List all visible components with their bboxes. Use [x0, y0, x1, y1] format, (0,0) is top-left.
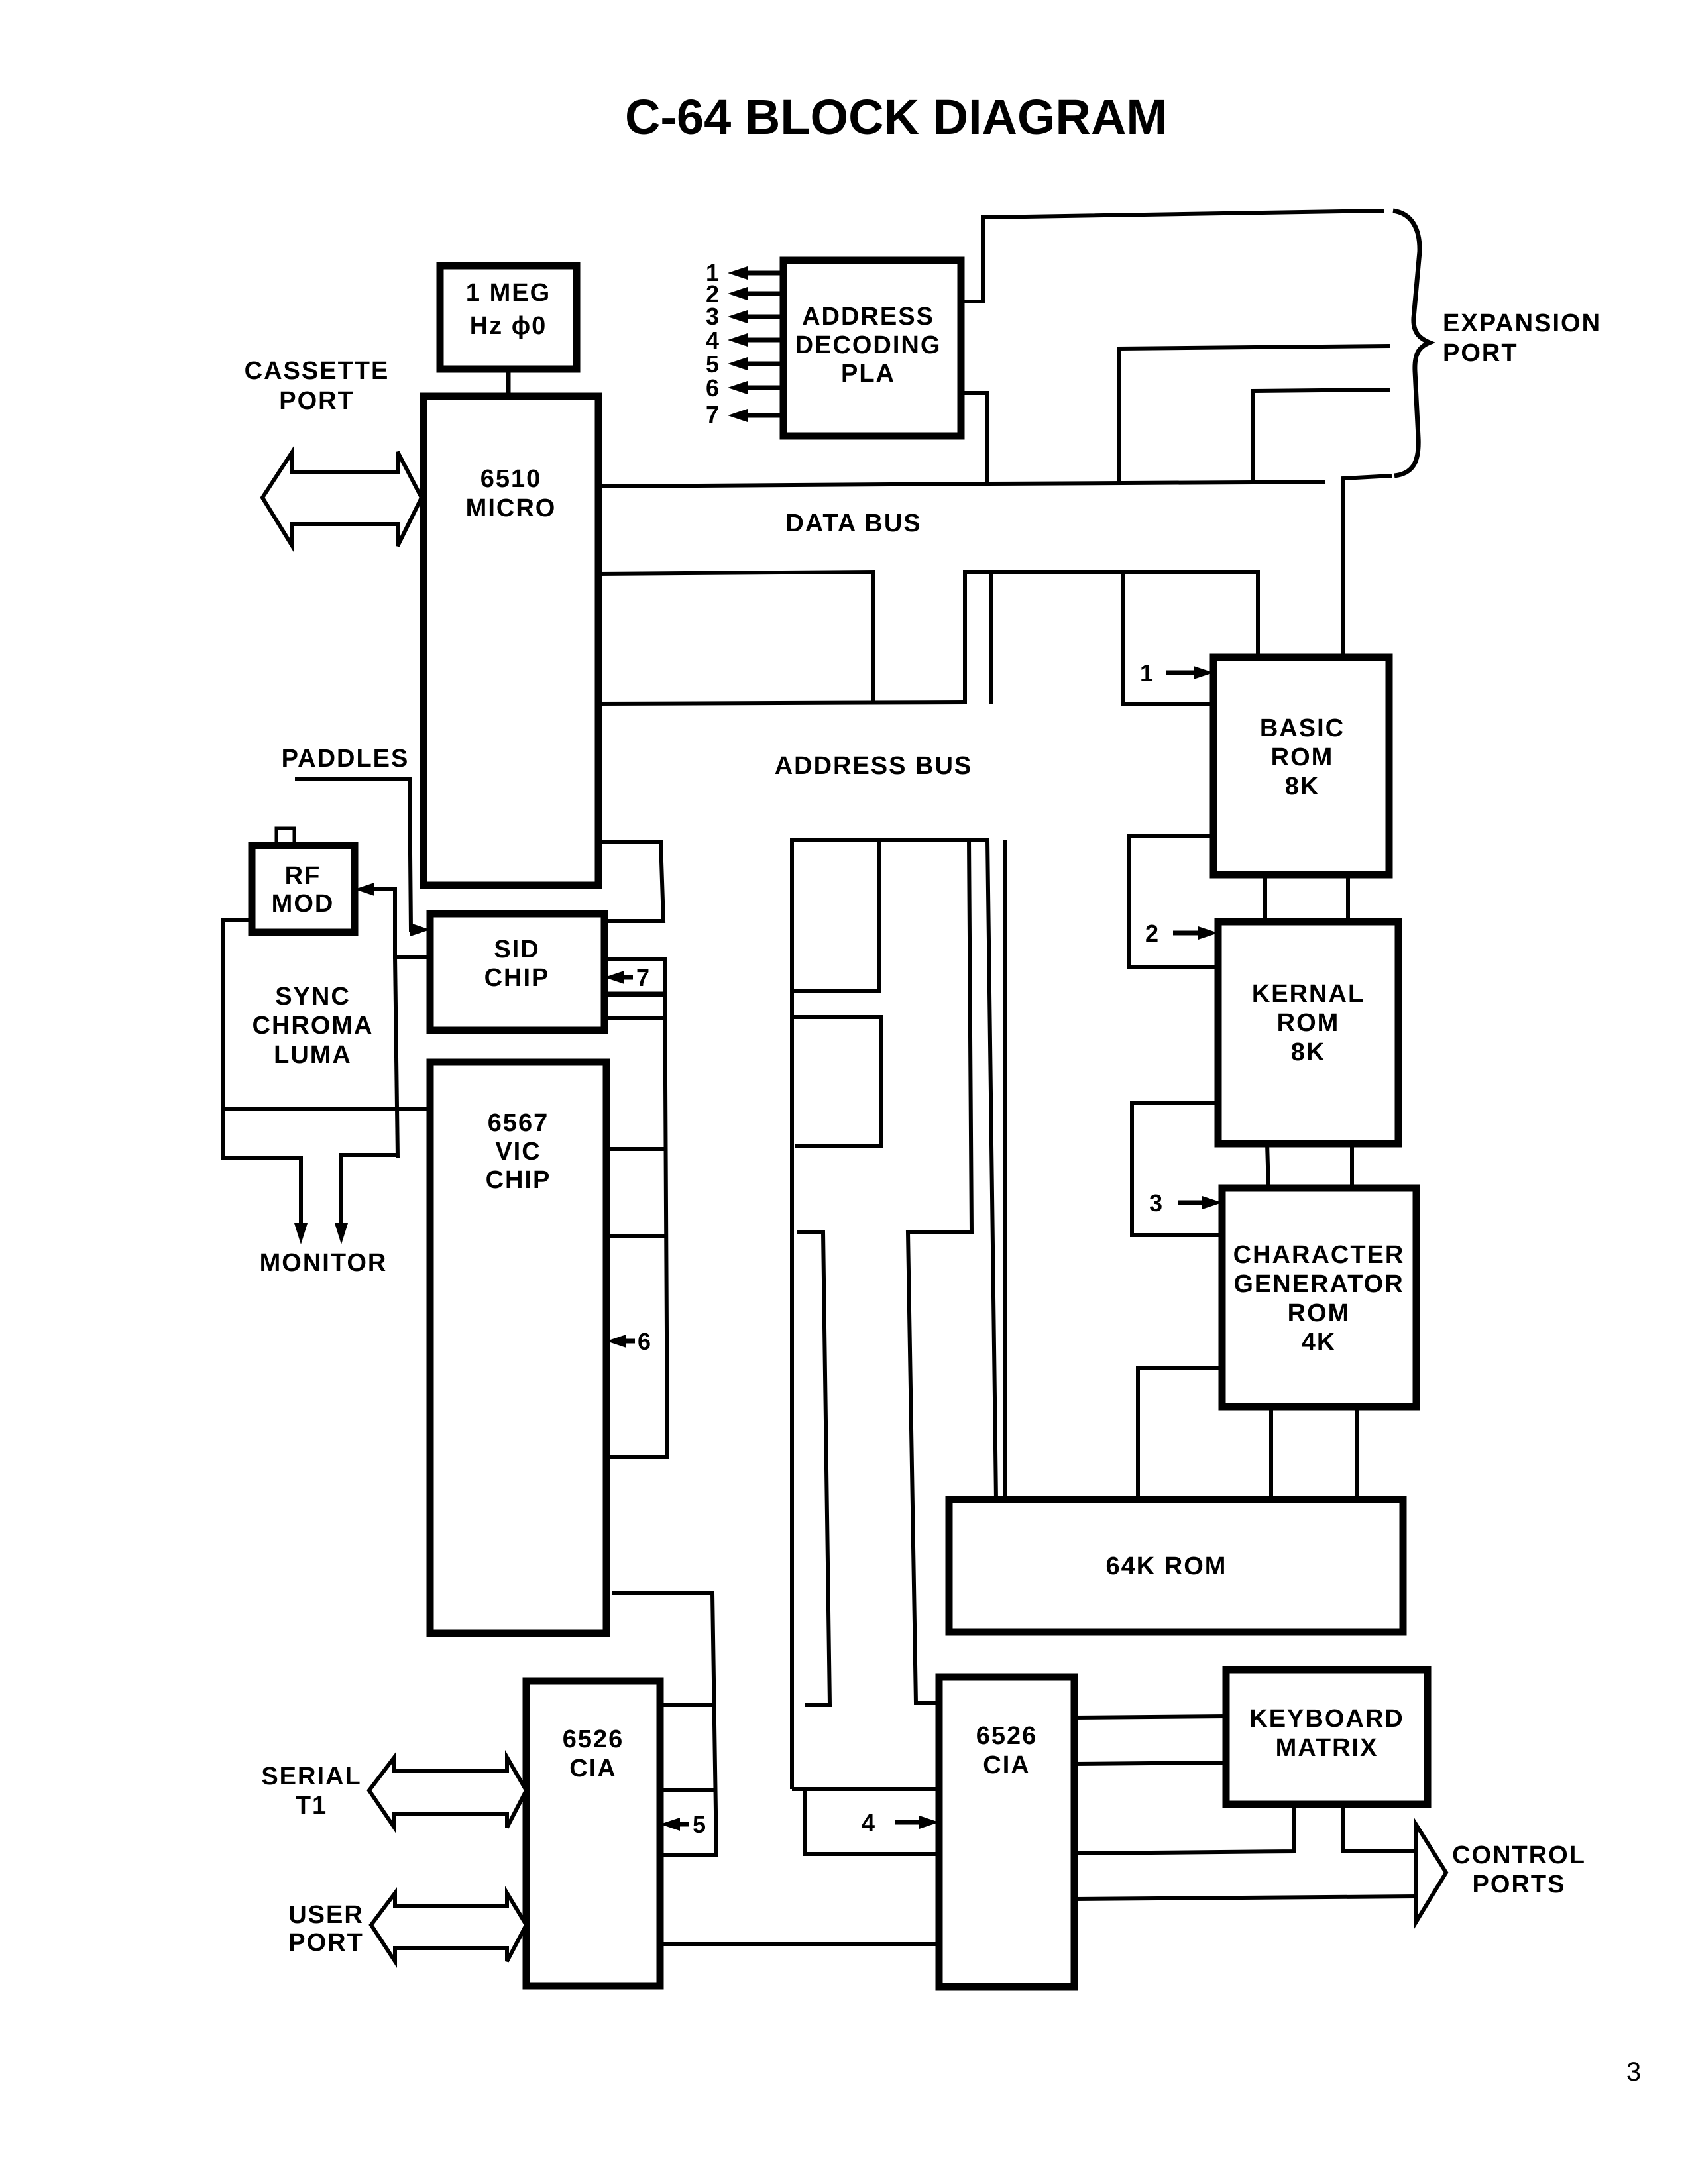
vic-select-ref: 6 — [638, 1328, 651, 1355]
data-bus-wires — [598, 209, 1392, 706]
vic-bus-wires — [606, 1147, 719, 1857]
sid-label-line1: SID — [494, 936, 539, 963]
keyboard-matrix-block: KEYBOARD MATRIX — [1222, 1666, 1432, 1808]
vic-select-arrow: 6 — [606, 1328, 651, 1355]
vic-label-line2: VIC — [495, 1138, 541, 1166]
cassette-port-label-line1: CASSETTE — [245, 357, 390, 385]
video-signals-label-line1: SYNC — [275, 983, 351, 1010]
cia2-select-arrow: 4 — [862, 1809, 939, 1836]
user-port-label-line2: PORT — [288, 1929, 364, 1957]
ram-64k-label: 64K ROM — [1106, 1553, 1227, 1580]
pla-block: ADDRESS DECODING PLA — [779, 256, 965, 440]
basic-rom-select-arrow: 1 — [1140, 659, 1213, 686]
ram-64k-block: 64K ROM — [945, 1496, 1407, 1636]
control-ports-label-line2: PORTS — [1473, 1871, 1566, 1898]
kernal-rom-select-ref: 2 — [1145, 920, 1158, 947]
cpu-label-line2: MICRO — [466, 494, 557, 522]
sid-label-line2: CHIP — [484, 964, 550, 992]
clock-block: 1 MEG Hz ϕ0 — [436, 262, 581, 419]
kernal-rom-label-line1: KERNAL — [1252, 980, 1365, 1008]
pla-output-6: 6 — [706, 374, 719, 402]
char-rom-label-line1: CHARACTER — [1233, 1241, 1405, 1269]
sid-chip-block: SID CHIP — [426, 910, 608, 1034]
pla-label-line1: ADDRESS — [802, 303, 934, 331]
page-number: 3 — [1626, 2057, 1641, 2087]
control-ports-label-line1: CONTROL — [1452, 1841, 1586, 1869]
monitor-label: MONITOR — [260, 1249, 388, 1277]
pla-output-3: 3 — [706, 303, 719, 330]
kernal-rom-block: KERNAL ROM 8K — [1214, 918, 1402, 1148]
pla-output-5: 5 — [706, 351, 719, 378]
cia2-select-ref: 4 — [862, 1809, 875, 1836]
data-bus-label: DATA BUS — [785, 510, 921, 537]
sid-select-ref: 7 — [636, 964, 649, 991]
pla-output-7: 7 — [706, 401, 719, 428]
basic-rom-block: BASIC ROM 8K — [1209, 653, 1393, 879]
cia1-select-ref: 5 — [693, 1811, 706, 1838]
serial-label-line2: T1 — [296, 1792, 327, 1820]
clock-label-line1: 1 MEG — [466, 279, 551, 307]
basic-rom-label-line1: BASIC — [1260, 714, 1345, 742]
sid-bus-wires — [604, 957, 670, 1459]
cia1-block: 6526 CIA — [522, 1677, 664, 1990]
user-port-arrow — [368, 1886, 529, 1969]
rf-mod-label-line2: MOD — [272, 890, 335, 918]
cia1-bus-wires — [660, 1703, 939, 1946]
vic-label-line3: CHIP — [486, 1166, 551, 1194]
char-rom-block: CHARACTER GENERATOR ROM 4K — [1218, 1184, 1420, 1411]
pla-label-line2: DECODING — [795, 331, 942, 359]
cassette-port-arrow — [260, 445, 424, 553]
expansion-port-label-line2: PORT — [1443, 339, 1518, 367]
rf-modulator-block: RF MOD — [248, 826, 359, 936]
pla-label-line3: PLA — [841, 360, 895, 388]
kernal-rom-label-line3: 8K — [1291, 1038, 1326, 1066]
control-ports-arrow — [1414, 1818, 1449, 1929]
user-port-label-line1: USER — [288, 1901, 364, 1929]
clock-label-line2: Hz ϕ0 — [470, 312, 547, 340]
paddles-label: PADDLES — [282, 745, 410, 773]
basic-rom-label-line2: ROM — [1271, 743, 1334, 771]
cia1-select-arrow: 5 — [660, 1811, 706, 1838]
cpu-label-line1: 6510 — [480, 465, 542, 493]
cpu-6510-block: 6510 MICRO — [420, 392, 602, 889]
char-rom-label-line3: ROM — [1288, 1299, 1351, 1327]
basic-rom-label-line3: 8K — [1285, 773, 1320, 800]
char-rom-label-line2: GENERATOR — [1233, 1270, 1404, 1298]
serial-port-arrow — [366, 1749, 529, 1834]
pla-output-1: 1 — [706, 259, 719, 286]
keyboard-label-line2: MATRIX — [1276, 1734, 1378, 1762]
cia2-block: 6526 CIA — [935, 1673, 1078, 1991]
cia1-label-line1: 6526 — [563, 1725, 624, 1753]
vic-chip-block: 6567 VIC CHIP — [426, 1058, 610, 1637]
vic-label-line1: 6567 — [488, 1109, 549, 1137]
rf-mod-label-line1: RF — [285, 862, 321, 890]
sid-select-arrow: 7 — [604, 964, 649, 991]
video-signals-label-line2: CHROMA — [253, 1012, 374, 1040]
basic-rom-select-ref: 1 — [1140, 659, 1153, 686]
pla-output-2: 2 — [706, 280, 719, 307]
expansion-port-brace — [1392, 208, 1436, 478]
char-rom-label-line4: 4K — [1302, 1329, 1337, 1356]
keyboard-label-line1: KEYBOARD — [1249, 1705, 1404, 1733]
address-bus-label: ADDRESS BUS — [775, 752, 973, 780]
expansion-port-label-line1: EXPANSION — [1443, 309, 1601, 337]
cia2-label-line2: CIA — [983, 1751, 1030, 1779]
address-bus-wires — [598, 834, 1359, 1856]
video-signals-label-line3: LUMA — [274, 1041, 352, 1069]
cia2-label-line1: 6526 — [976, 1722, 1038, 1750]
keyboard-wires — [1074, 1714, 1417, 1901]
serial-label-line1: SERIAL — [261, 1763, 361, 1790]
pla-output-4: 4 — [706, 327, 719, 354]
cassette-port-label-line2: PORT — [279, 387, 355, 415]
pla-output-arrows — [728, 266, 783, 422]
kernal-rom-label-line2: ROM — [1277, 1009, 1340, 1037]
video-wires — [221, 777, 663, 1244]
diagram-title: C-64 BLOCK DIAGRAM — [625, 89, 1167, 144]
char-rom-select-ref: 3 — [1149, 1189, 1162, 1217]
char-rom-select-arrow: 3 — [1149, 1189, 1222, 1217]
kernal-rom-select-arrow: 2 — [1145, 920, 1218, 947]
cia1-label-line2: CIA — [569, 1755, 616, 1782]
